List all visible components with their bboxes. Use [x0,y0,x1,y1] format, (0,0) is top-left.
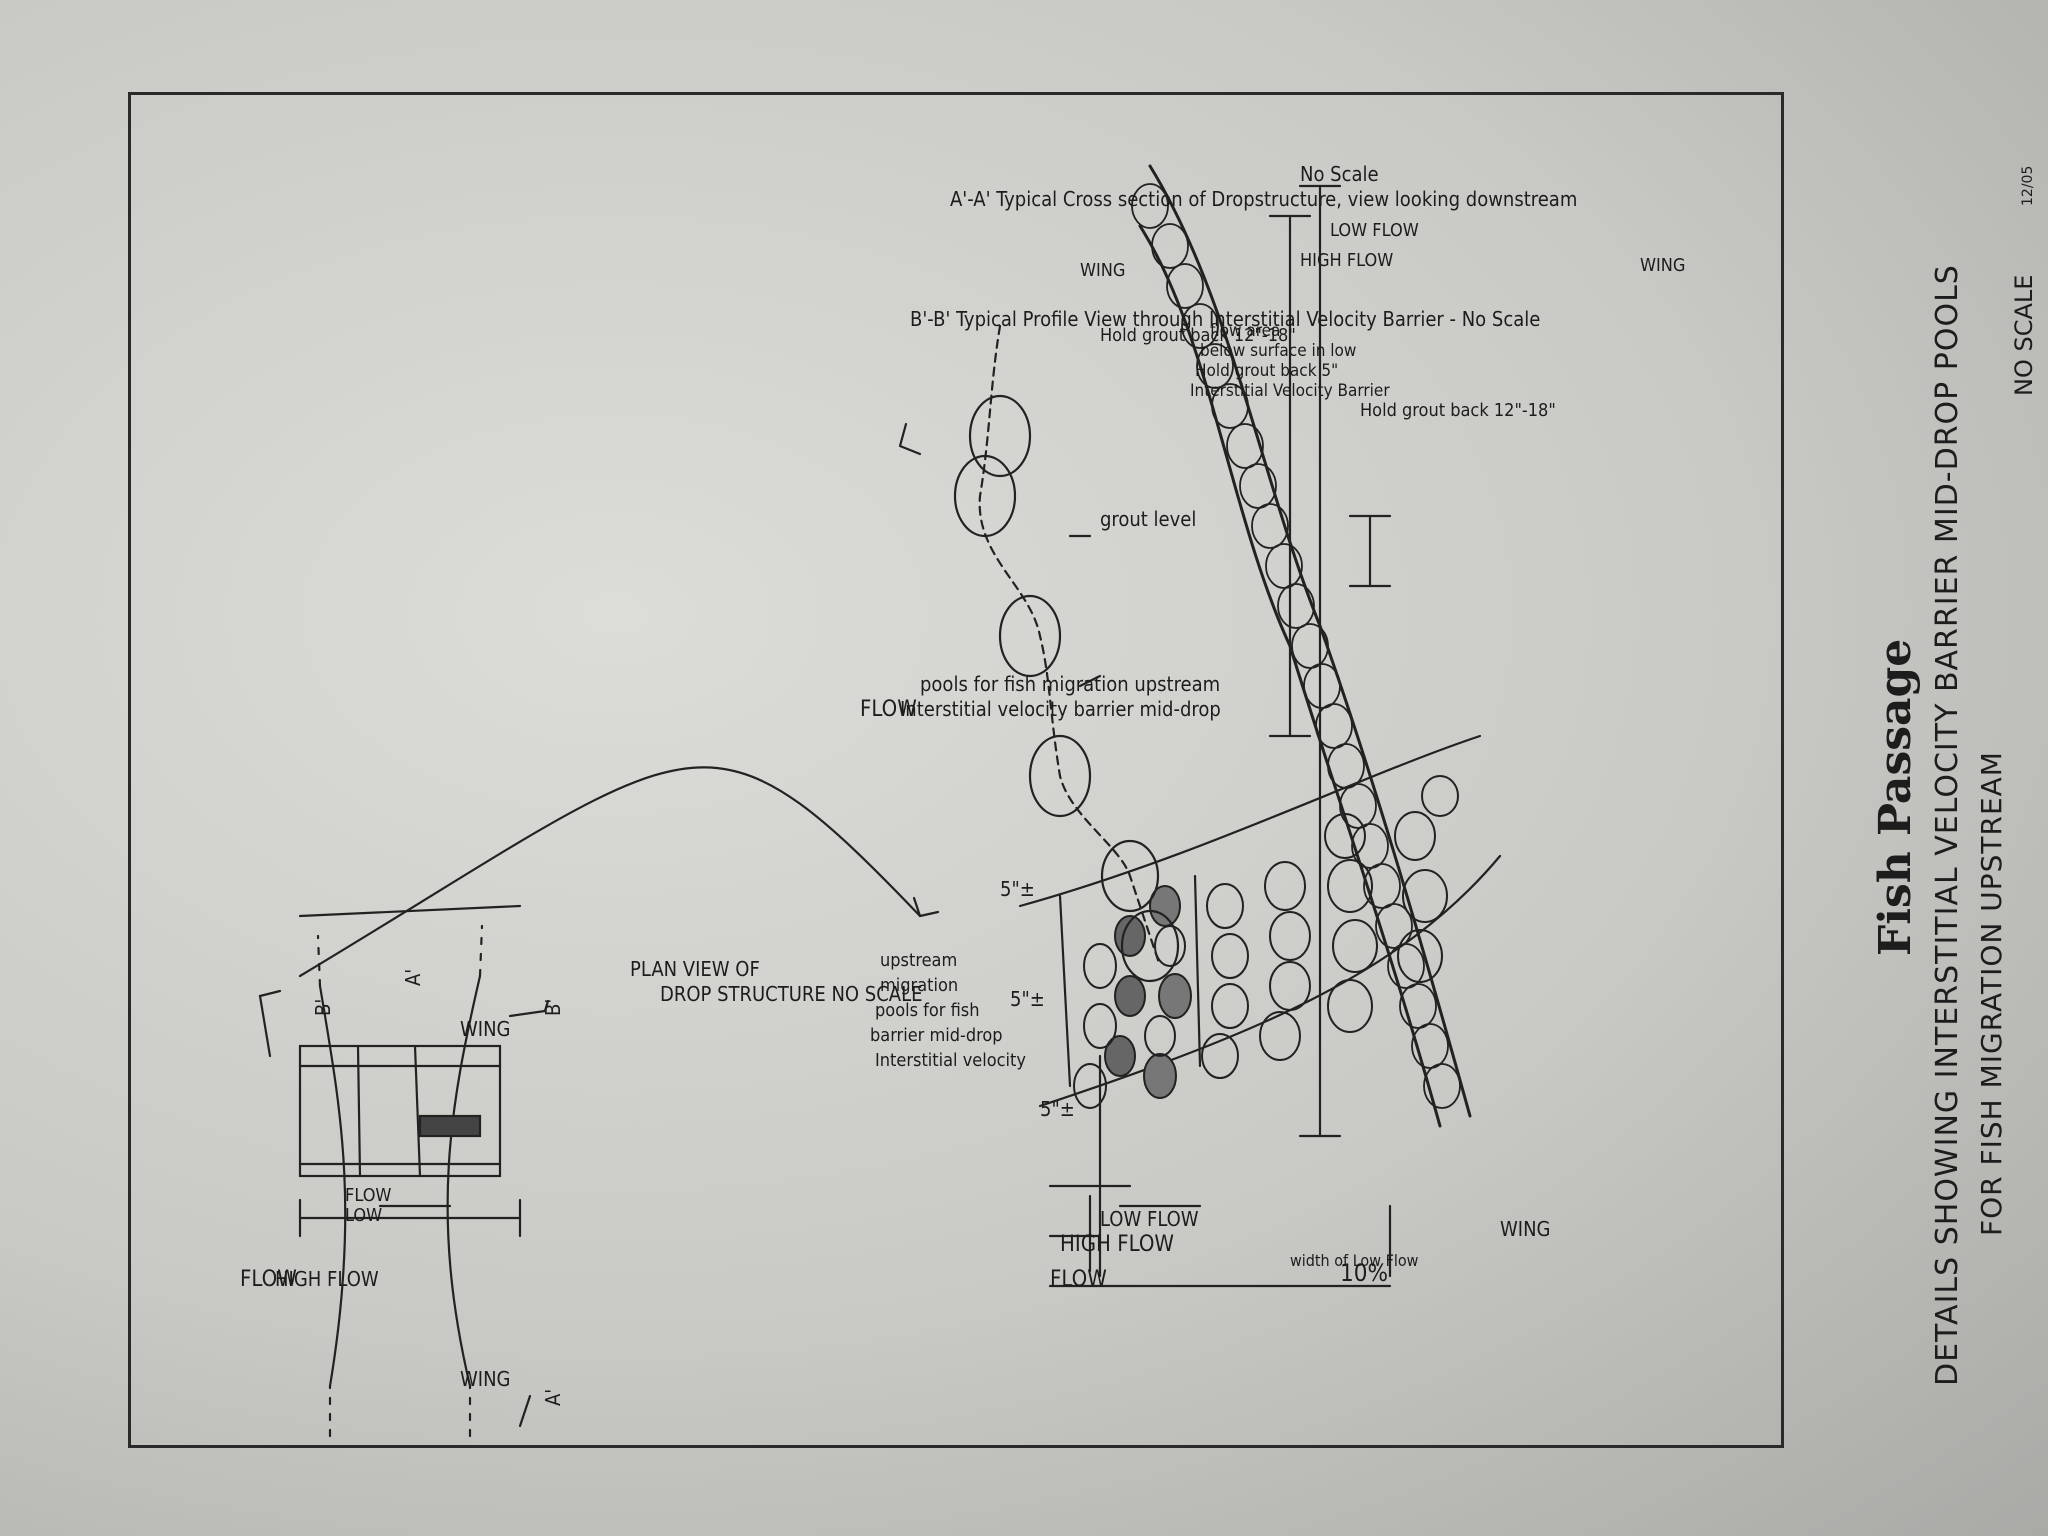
plan-high-flow-label: HIGH FLOW [275,1267,379,1291]
profile-flow-label: FLOW [860,697,917,722]
xs-high-flow-label: HIGH FLOW [1300,250,1393,271]
xs-caption-line1: A'-A' Typical Cross section of Dropstruc… [950,187,1577,211]
sheet-title-line1: DETAILS SHOWING INTERSTITIAL VELOCITY BA… [1930,264,1965,1386]
sheet-heading: Fish Passage [1870,638,1921,956]
detail-wing-label: WING [1500,1217,1551,1241]
detail-dim-2: 5"± [1010,987,1045,1011]
profile-grout-label: grout level [1100,507,1196,531]
plan-wing-right: WING [460,1017,511,1041]
profile-view-drawing [898,324,1180,983]
plan-section-b2: B' [541,999,565,1016]
xs-barrier-line1: Interstitial Velocity Barrier [1190,381,1390,401]
plan-section-b: B' [311,999,335,1016]
plan-view-drawing [258,904,550,1438]
detail-note-line1: Interstitial velocity [875,1050,1026,1071]
detail-low-flow-label: LOW FLOW [1100,1207,1199,1231]
plan-section-a2: A' [541,1389,565,1406]
detail-note-line5: upstream [880,950,957,971]
plan-wing-left: WING [460,1367,511,1391]
xs-hold-right: Hold grout back 12"-18" [1100,325,1296,346]
sheet-date: 12/05 [2020,165,2036,206]
cross-section-drawing [1131,164,1472,1138]
detail-view-drawing [1018,734,1502,1288]
detail-flow-label: FLOW [1050,1267,1107,1292]
profile-note-line1: Interstitial velocity barrier mid-drop [900,697,1221,721]
xs-barrier-line2: Hold grout back 5" [1195,361,1338,381]
detail-dim-3: 5"± [1000,877,1035,901]
plan-low-flow-label-1: LOW [345,1205,382,1226]
plan-caption-line1: PLAN VIEW OF [630,957,760,981]
xs-hold-left: Hold grout back 12"-18" [1360,400,1556,421]
plan-flow-label: FLOW [240,1267,297,1292]
xs-low-flow-label: LOW FLOW [1330,220,1419,241]
profile-caption: B'-B' Typical Profile View through Inter… [910,307,1540,331]
xs-wing-right: WING [1640,255,1685,276]
plan-caption-line2: DROP STRUCTURE NO SCALE [660,982,923,1006]
detail-percent-label: 10% [1340,1259,1388,1287]
sheet-title-line2: FOR FISH MIGRATION UPSTREAM [1975,751,2008,1236]
detail-dim-1: 5"± [1040,1097,1075,1121]
plan-low-flow-label-2: FLOW [345,1185,391,1206]
detail-high-flow-label: HIGH FLOW [1060,1232,1174,1257]
xs-caption-line2: No Scale [1300,162,1379,186]
detail-percent-caption: width of Low Flow [1290,1251,1419,1270]
detail-note-line2: barrier mid-drop [870,1025,1003,1046]
detail-note-line4: migration [880,975,958,996]
plan-section-a: A' [401,969,425,986]
xs-barrier-line3: below surface in low [1200,341,1356,361]
callout-arrow [298,766,922,978]
xs-barrier-line4: flow area [1210,321,1280,341]
profile-note-line2: pools for fish migration upstream [920,672,1220,696]
xs-wing-left: WING [1080,260,1125,281]
sheet-no-scale: NO SCALE [2010,274,2038,396]
detail-note-line3: pools for fish [875,1000,979,1021]
